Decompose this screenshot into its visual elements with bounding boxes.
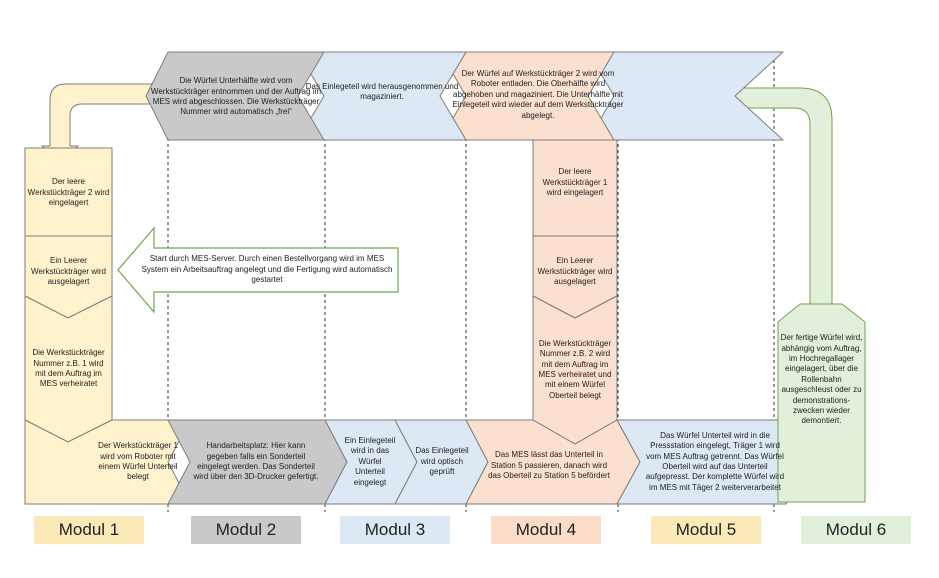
module-label-4: Modul 4 [491,516,601,544]
m1-step-1-text: Der leere Werkstückträger 2 wird eingela… [27,177,110,208]
module-label-2: Modul 2 [191,516,301,544]
m1-step-3-text: Die Werkstückträger Nummer z.B. 1 wird m… [32,348,105,389]
top-m2-text: Die Würfel Unterhälfte wird vom Werkstüc… [150,76,322,117]
m6-box [777,303,866,503]
top-m3-text: Das Einlegeteil wird herausgenommen und … [305,81,459,101]
bottom-m1-text: Der Werkstückträger 1 wird vom Roboter m… [98,441,178,482]
top-arrow-m5 [587,51,785,141]
bottom-m2-text: Handarbeitsplatz: Hier kann gegeben fall… [193,441,319,482]
start-text: Start durch MES-Server. Durch einen Best… [141,254,393,285]
start-arrow [117,226,399,314]
bottom-m4-text: Das MES lässt das Unterteil in Station 5… [488,450,610,481]
m4-step-2-text: Ein Leerer Werkstückträger wird ausgelag… [537,256,613,287]
bottom-m3a-text: Ein Einlegeteil wird in das Würfel Unter… [344,435,396,487]
m4-step-1-text: Der leere Werkstückträger 1 wird eingela… [542,167,608,198]
top-arrow-m2 [145,51,325,141]
module-label-1: Modul 1 [34,516,144,544]
module-label-3: Modul 3 [340,516,450,544]
m1-return-curve [40,83,163,161]
top-m4-text: Der Würfel auf Werkstückträger 2 wird vo… [452,68,624,120]
module-label-6: Modul 6 [801,516,911,544]
m1-step-2-text: Ein Leerer Werkstückträger wird ausgelag… [31,256,106,287]
bottom-m3b-text: Das Einlegeteil wird optisch geprüft [415,446,469,477]
m4-step-3-text: Die Werkstückträger Nummer z.B. 2 wird m… [538,338,612,400]
top-arrow-m3 [297,51,467,141]
m6-text: Der fertige Würfel wird, abhängig vom Au… [780,333,863,426]
bottom-m5-text: Das Würfel Unterteil wird in die Pressst… [645,430,785,492]
module-label-5: Modul 5 [651,516,761,544]
